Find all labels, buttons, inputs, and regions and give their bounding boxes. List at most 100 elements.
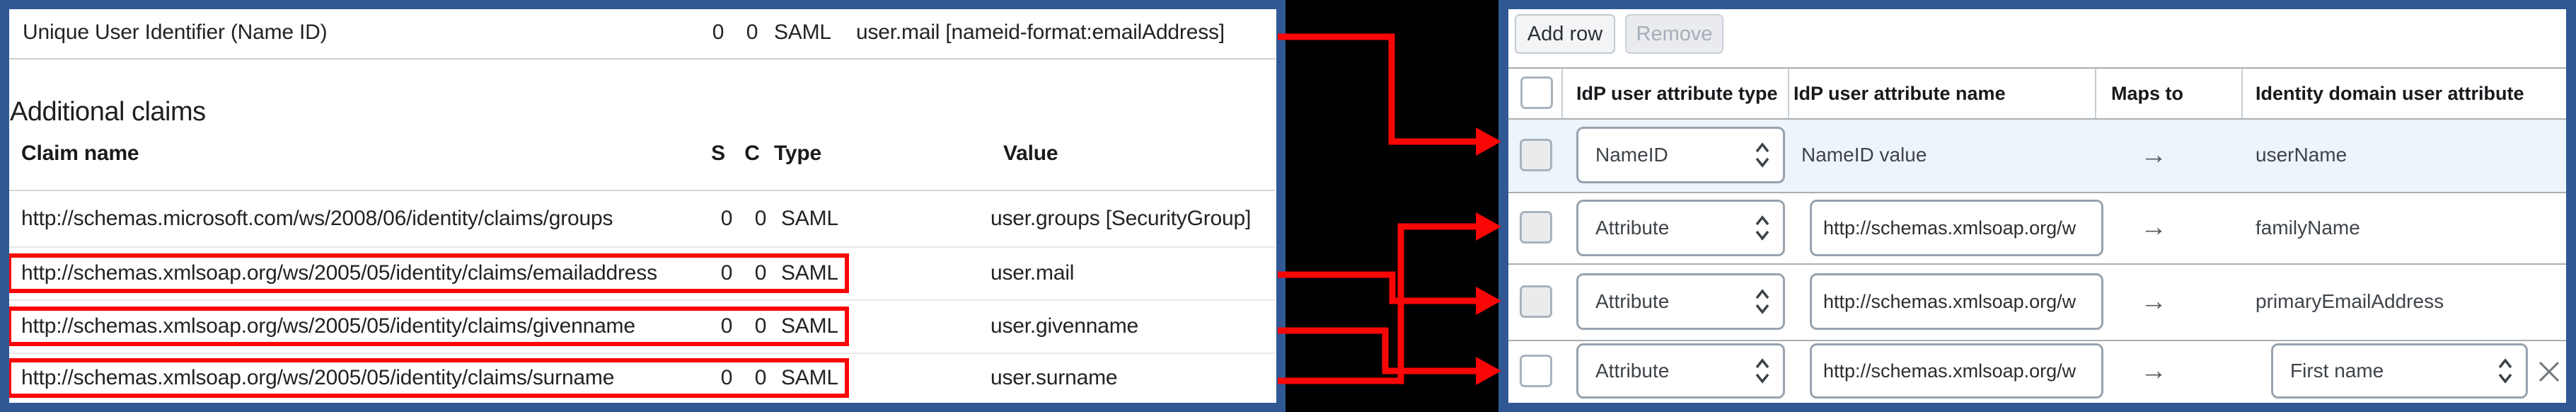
identity-domain-attr-text: familyName: [2256, 216, 2360, 239]
value-header: Value: [1003, 142, 1058, 165]
row-divider: [1508, 192, 2566, 193]
select-all-checkbox[interactable]: [1520, 76, 1553, 109]
claim-name-cell: Unique User Identifier (Name ID): [23, 21, 328, 44]
type-cell: SAML: [781, 314, 838, 338]
row-checkbox[interactable]: [1520, 211, 1552, 244]
idp-attr-type-header: IdP user attribute type: [1576, 82, 1778, 104]
select-value: First name: [2290, 360, 2384, 382]
column-divider: [2095, 69, 2096, 118]
mapping-row-firstname: Attribute → First name: [1498, 340, 2576, 402]
identity-domain-attr-text: primaryEmailAddress: [2256, 290, 2444, 312]
type-cell: SAML: [774, 21, 831, 44]
row-divider: [1508, 263, 2566, 265]
s-cell: 0: [720, 261, 733, 285]
idp-attr-name-input-wrap: [1810, 200, 2103, 256]
idp-attr-name-input[interactable]: [1812, 275, 2101, 328]
add-row-button[interactable]: Add row: [1515, 14, 1615, 54]
select-value: Attribute: [1595, 360, 1670, 382]
c-cell: 0: [746, 21, 758, 44]
idp-attr-name-input-wrap: [1810, 273, 2103, 330]
select-spinner-icon: [1755, 358, 1769, 384]
value-cell: user.givenname: [990, 314, 1139, 338]
row-checkbox[interactable]: [1520, 285, 1552, 318]
s-cell: 0: [720, 314, 733, 338]
s-cell: 0: [712, 21, 724, 44]
red-highlight-box: http://schemas.xmlsoap.org/ws/2005/05/id…: [7, 358, 849, 398]
value-cell: user.groups [SecurityGroup]: [990, 207, 1252, 230]
column-divider: [2241, 69, 2243, 118]
idp-attr-name-input[interactable]: [1812, 202, 2101, 254]
idp-attr-name-input[interactable]: [1812, 345, 2101, 396]
maps-to-arrow-icon: →: [2140, 212, 2167, 242]
identity-domain-mapping-panel: Add row Remove IdP user attribute type I…: [1498, 0, 2576, 412]
s-cell: 0: [720, 207, 733, 230]
divider: [9, 246, 1276, 248]
c-cell: 0: [754, 314, 767, 338]
idp-attr-type-select[interactable]: Attribute: [1576, 273, 1785, 330]
type-cell: SAML: [781, 366, 838, 389]
select-spinner-icon: [1755, 142, 1769, 168]
claim-name-cell: http://schemas.microsoft.com/ws/2008/06/…: [21, 207, 613, 230]
select-value: NameID: [1595, 144, 1668, 166]
idp-attr-type-select[interactable]: Attribute: [1576, 200, 1785, 256]
claim-name-cell: http://schemas.xmlsoap.org/ws/2005/05/id…: [21, 261, 657, 285]
connector-nameid-to-username: [1278, 33, 1501, 156]
type-header: Type: [774, 142, 821, 165]
claim-name-cell: http://schemas.xmlsoap.org/ws/2005/05/id…: [21, 314, 635, 338]
connector-givenname-to-firstname: [1278, 327, 1501, 385]
idp-attr-name-header: IdP user attribute name: [1794, 82, 2006, 104]
connector-emailaddress-to-primaryemailaddress: [1278, 271, 1501, 315]
connector-surname-to-familyname: [1278, 212, 1501, 384]
header-bottom-border: [1508, 118, 2566, 120]
table-row-groups-claim[interactable]: http://schemas.microsoft.com/ws/2008/06/…: [0, 191, 1286, 246]
divider: [9, 190, 1276, 191]
table-row-surname-claim[interactable]: http://schemas.xmlsoap.org/ws/2005/05/id…: [0, 353, 1286, 404]
claims-table-header: Claim name S C Type Value: [0, 129, 1286, 178]
table-row-givenname-claim[interactable]: http://schemas.xmlsoap.org/ws/2005/05/id…: [0, 299, 1286, 353]
select-spinner-icon: [1755, 289, 1769, 314]
idp-attr-type-select[interactable]: NameID: [1576, 127, 1785, 183]
azure-claims-panel: Unique User Identifier (Name ID) 0 0 SAM…: [0, 0, 1286, 412]
column-divider: [1561, 69, 1563, 118]
c-cell: 0: [754, 207, 767, 230]
idp-attr-name-input-wrap: [1810, 343, 2103, 399]
select-spinner-icon: [2498, 358, 2512, 384]
s-cell: 0: [720, 366, 733, 389]
mapping-row-primaryemailaddress: Attribute → primaryEmailAddress: [1498, 263, 2576, 340]
claim-name-header: Claim name: [21, 142, 139, 165]
red-highlight-box: http://schemas.xmlsoap.org/ws/2005/05/id…: [7, 306, 849, 346]
value-cell: user.mail [nameid-format:emailAddress]: [856, 21, 1225, 44]
select-spinner-icon: [1755, 215, 1769, 241]
table-row-emailaddress-claim[interactable]: http://schemas.xmlsoap.org/ws/2005/05/id…: [0, 246, 1286, 299]
red-highlight-box: http://schemas.xmlsoap.org/ws/2005/05/id…: [7, 253, 849, 293]
section-title: Additional claims: [10, 96, 206, 127]
s-header: S: [711, 142, 725, 165]
identity-domain-attr-text: userName: [2256, 144, 2347, 166]
table-row-unique-user-identifier[interactable]: Unique User Identifier (Name ID) 0 0 SAM…: [0, 7, 1286, 58]
idp-attr-name-text: NameID value: [1801, 144, 1927, 166]
type-cell: SAML: [781, 207, 838, 230]
divider: [9, 353, 1276, 354]
row-checkbox[interactable]: [1520, 355, 1552, 387]
divider: [9, 299, 1276, 301]
identity-domain-attr-select[interactable]: First name: [2271, 343, 2528, 399]
maps-to-header: Maps to: [2111, 82, 2184, 104]
mapping-table-header: IdP user attribute type IdP user attribu…: [1498, 69, 2576, 118]
divider: [9, 58, 1276, 59]
c-header: C: [744, 142, 760, 165]
remove-row-close-icon[interactable]: [2536, 358, 2563, 385]
value-cell: user.mail: [990, 261, 1075, 285]
row-divider: [1508, 340, 2566, 341]
remove-button[interactable]: Remove: [1625, 14, 1723, 54]
mapping-row-nameid: NameID NameID value → userName: [1498, 118, 2576, 192]
maps-to-arrow-icon: →: [2140, 139, 2167, 170]
type-cell: SAML: [781, 261, 838, 285]
value-cell: user.surname: [990, 366, 1118, 389]
select-value: Attribute: [1595, 217, 1670, 239]
row-checkbox[interactable]: [1520, 139, 1552, 171]
identity-domain-attr-header: Identity domain user attribute: [2256, 82, 2524, 104]
maps-to-arrow-icon: →: [2140, 355, 2167, 386]
c-cell: 0: [754, 261, 767, 285]
idp-attr-type-select[interactable]: Attribute: [1576, 343, 1785, 399]
